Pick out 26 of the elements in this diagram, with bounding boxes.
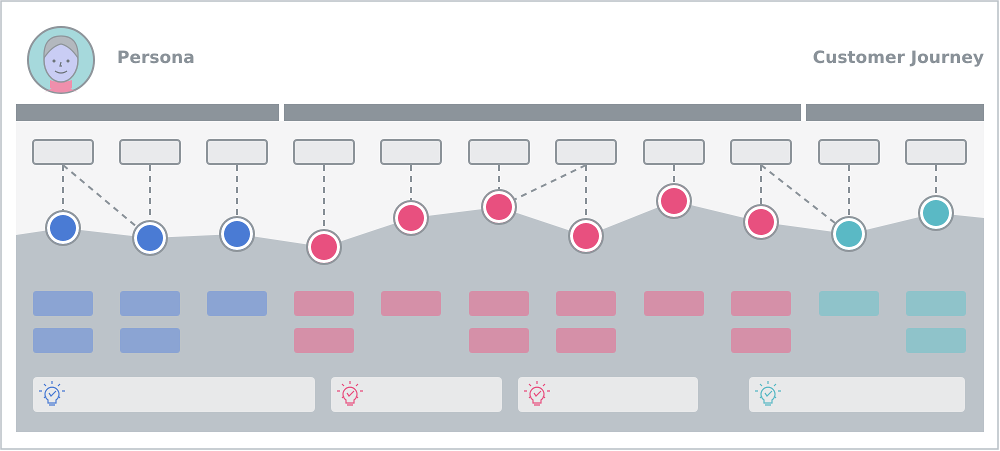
dashed-connector	[62, 164, 137, 228]
dashed-connector	[514, 164, 586, 200]
step-box	[730, 139, 792, 165]
dashed-connector	[498, 165, 500, 189]
persona-label: Persona	[117, 48, 195, 68]
step-box	[380, 139, 442, 165]
step-box	[643, 139, 705, 165]
step-box	[818, 139, 880, 165]
step-box	[293, 139, 355, 165]
dashed-connector	[935, 165, 937, 195]
dashed-connector	[236, 165, 238, 216]
dashed-connector	[585, 165, 587, 218]
dashed-connector	[673, 165, 675, 183]
dashed-connector	[410, 165, 412, 200]
step-box	[206, 139, 268, 165]
step-box	[468, 139, 530, 165]
step-box	[555, 139, 617, 165]
dashed-connector	[62, 165, 64, 210]
step-box	[119, 139, 181, 165]
step-box	[32, 139, 94, 165]
dashed-connector	[323, 165, 325, 229]
dashed-connector	[760, 165, 762, 204]
dashed-connector	[848, 165, 850, 216]
diagram-title: Customer Journey	[812, 48, 984, 68]
step-box	[905, 139, 967, 165]
dashed-connector	[760, 164, 836, 224]
